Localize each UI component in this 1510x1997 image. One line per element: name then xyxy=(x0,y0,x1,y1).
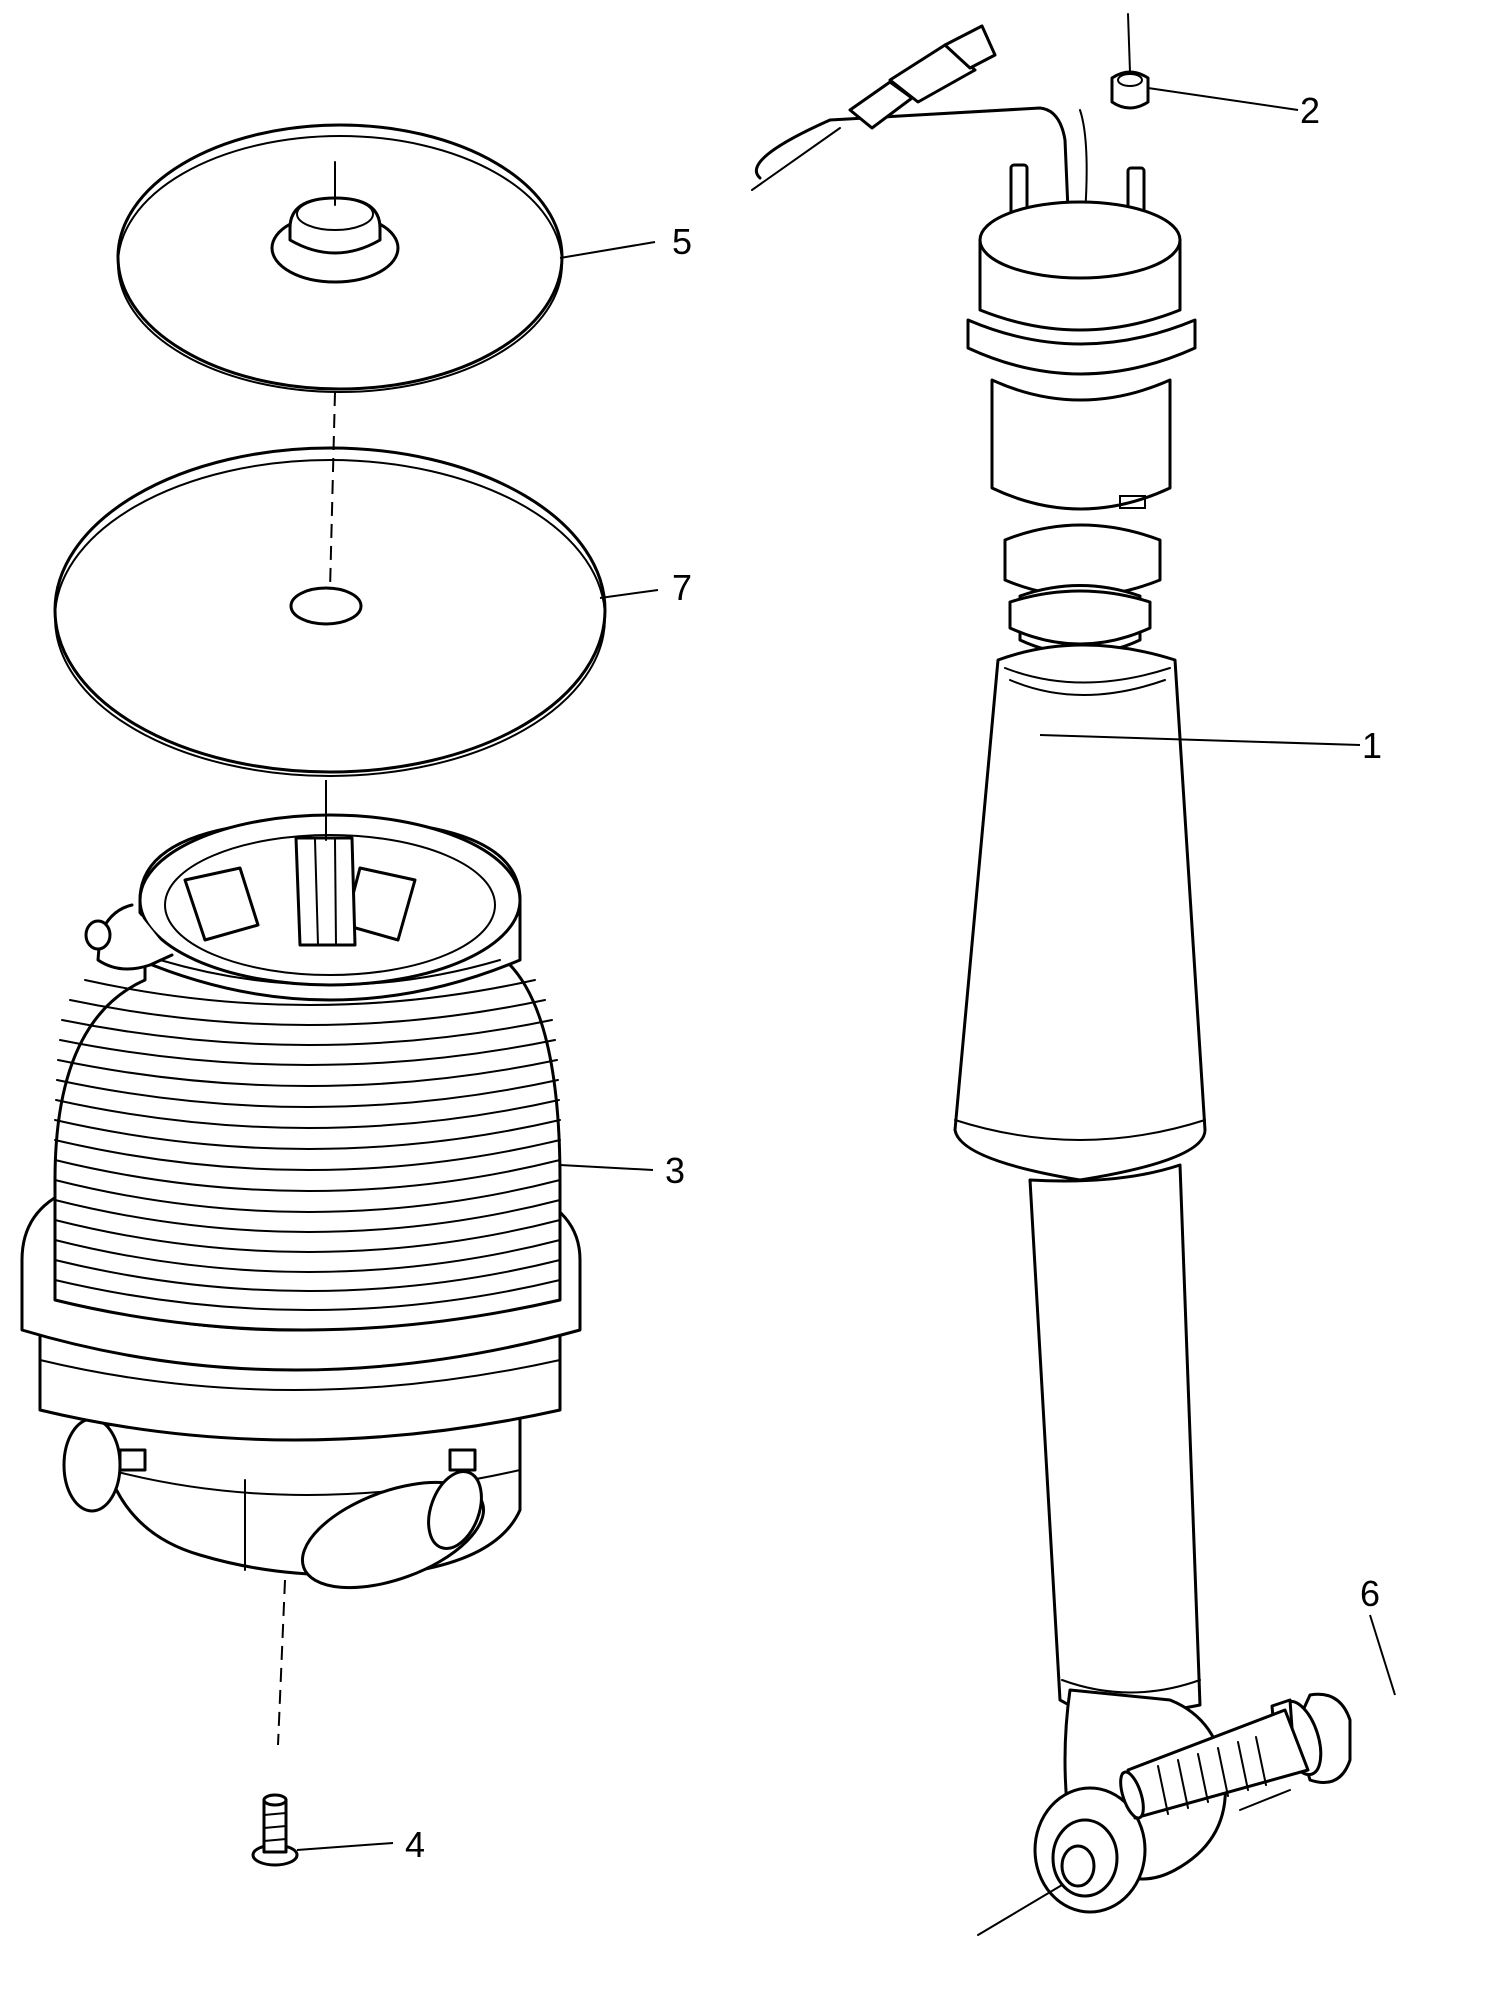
leader-lines xyxy=(296,87,1396,1851)
leader-3 xyxy=(559,1164,654,1171)
callout-6: 6 xyxy=(1360,1573,1380,1614)
callout-7: 7 xyxy=(672,567,692,608)
callout-1: 1 xyxy=(1362,725,1382,766)
leader-1 xyxy=(1039,734,1361,746)
leader-6 xyxy=(1369,1614,1396,1696)
lower-insulator-plate xyxy=(53,391,607,830)
callout-2: 2 xyxy=(1300,90,1320,131)
air-spring xyxy=(20,789,582,1590)
leader-7 xyxy=(599,589,659,599)
leader-2 xyxy=(1147,87,1299,111)
top-nut xyxy=(1110,70,1150,110)
shock-absorber xyxy=(751,13,1227,1936)
leader-5 xyxy=(559,241,656,259)
leader-4 xyxy=(296,1842,394,1851)
air-spring-bolt xyxy=(251,1793,299,1867)
callout-4: 4 xyxy=(405,1824,425,1865)
bellows-ribs xyxy=(54,979,561,1311)
air-spring-bolt-axis xyxy=(277,1579,286,1746)
callout-3: 3 xyxy=(665,1150,685,1191)
callout-5: 5 xyxy=(672,221,692,262)
lower-shock-bolt xyxy=(1119,1692,1352,1820)
upper-insulator-plate xyxy=(116,123,564,393)
